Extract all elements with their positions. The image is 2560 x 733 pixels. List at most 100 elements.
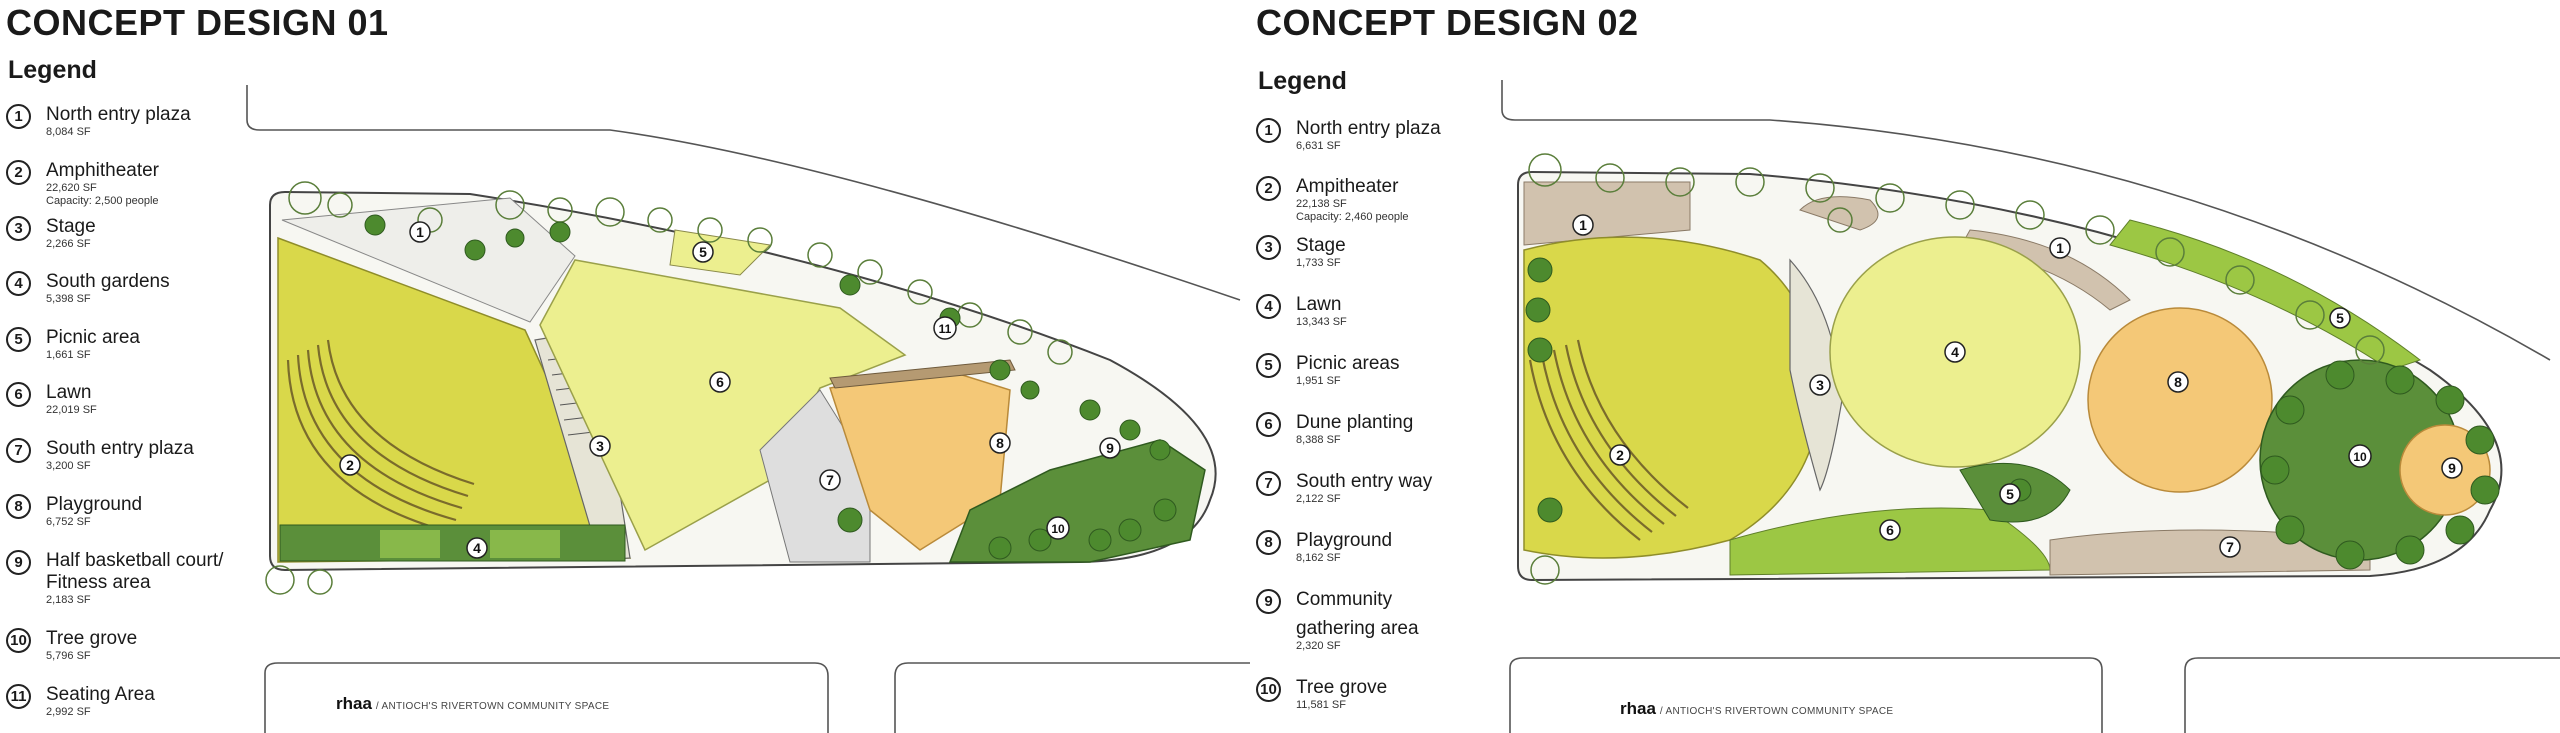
south-garden-bed: [380, 530, 440, 558]
concept-1-title: CONCEPT DESIGN 01: [6, 2, 389, 43]
street-curb-south-west: [1509, 657, 2103, 733]
legend-number: 10: [6, 628, 31, 653]
stage-area: [1789, 258, 1843, 492]
plan-marker-2: 2: [339, 454, 361, 476]
legend-label: Lawn: [46, 382, 92, 403]
legend-number: 4: [6, 271, 31, 296]
plan-marker-label: 2: [1616, 447, 1624, 463]
legend-capacity: Capacity: 2,500 people: [46, 195, 159, 207]
concept-1-credit: rhaa/ ANTIOCH'S RIVERTOWN COMMUNITY SPAC…: [336, 694, 609, 714]
plan-marker-label: 2: [346, 457, 354, 473]
plan-marker-label: 9: [1106, 440, 1114, 456]
legend-number: 1: [6, 104, 31, 129]
plan-marker-1b: 1: [2049, 237, 2071, 259]
legend-label-line-2: Fitness area: [46, 572, 151, 593]
legend-label: Playground: [46, 494, 143, 515]
legend-area: 2,992 SF: [46, 706, 91, 718]
legend-area: 2,266 SF: [46, 238, 91, 250]
legend-label: Playground: [1296, 530, 1393, 551]
tree-canopy: [1528, 153, 2385, 585]
plan-marker-label: 8: [996, 435, 1004, 451]
legend-area: 8,162 SF: [1296, 552, 1341, 564]
project-name: / ANTIOCH'S RIVERTOWN COMMUNITY SPACE: [375, 701, 610, 712]
legend-area: 8,084 SF: [46, 126, 91, 138]
plan-marker-6: 6: [1879, 519, 1901, 541]
legend-label: Stage: [1296, 235, 1346, 256]
legend-label: Picnic area: [46, 327, 140, 348]
legend-area: 1,661 SF: [46, 349, 91, 361]
legend-area: 22,019 SF: [46, 404, 97, 416]
tree-canopy-filled: [364, 214, 1177, 560]
legend-area: 3,200 SF: [46, 460, 91, 472]
legend-number: 5: [1256, 353, 1281, 378]
dune-planting-south: [1729, 507, 2051, 576]
legend-label: Ampitheater: [1296, 176, 1399, 197]
legend-area: 2,122 SF: [1296, 493, 1341, 505]
plan-marker-label: 5: [2006, 486, 2014, 502]
plan-marker-10: 10: [2348, 444, 2372, 468]
legend-area: 22,620 SF: [46, 182, 97, 194]
street-curb-north: [1501, 80, 2551, 361]
legend-area: 22,138 SF: [1296, 198, 1347, 210]
plan-marker-label: 8: [2174, 374, 2182, 390]
south-garden-bed: [490, 530, 560, 558]
plan-marker-8: 8: [2167, 371, 2189, 393]
legend-label: Lawn: [1296, 294, 1342, 315]
legend-area: 13,343 SF: [1296, 316, 1347, 328]
street-curb-south-west: [264, 662, 829, 733]
plan-marker-6: 6: [709, 371, 731, 393]
legend-area: 1,951 SF: [1296, 375, 1341, 387]
legend-number: 8: [1256, 530, 1281, 555]
concept-2-title: CONCEPT DESIGN 02: [1256, 2, 1639, 43]
plan-marker-label: 1: [416, 224, 424, 240]
legend-number: 10: [1256, 677, 1281, 702]
plan-marker-label: 3: [596, 438, 604, 454]
concept-1-legend-title: Legend: [8, 56, 97, 84]
legend-label: South entry plaza: [46, 438, 194, 459]
legend-label: Tree grove: [46, 628, 138, 649]
plan-marker-1: 1: [409, 221, 431, 243]
legend-label: South entry way: [1296, 471, 1433, 492]
legend-number: 3: [6, 216, 31, 241]
plan-markers: 1 1 2 3 4 5 5 6 7 8 9 10: [1572, 214, 2463, 558]
legend-area: 8,388 SF: [1296, 434, 1341, 446]
plan-marker-label: 5: [2336, 310, 2344, 326]
legend-number: 7: [6, 438, 31, 463]
legend-number: 4: [1256, 294, 1281, 319]
firm-logo: rhaa: [1620, 699, 1656, 718]
picnic-area: [669, 229, 772, 276]
plan-marker-5: 5: [692, 241, 714, 263]
legend-label: Community: [1296, 589, 1393, 610]
lawn-area: [539, 259, 907, 552]
amphitheater-seating-arcs: [1528, 339, 1689, 541]
project-name: / ANTIOCH'S RIVERTOWN COMMUNITY SPACE: [1659, 706, 1894, 717]
legend-number: 1: [1256, 118, 1281, 143]
legend-label: North entry plaza: [1296, 118, 1441, 139]
seating-area-deck: [829, 359, 1016, 389]
concept-2-site-plan: 1 1 2 3 4 5 5 6 7 8 9 10: [1501, 80, 2560, 733]
amphitheater-seating-arcs: [286, 339, 475, 534]
legend-label: Picnic areas: [1296, 353, 1400, 374]
plan-marker-10: 10: [1046, 516, 1070, 540]
playground-area: [2087, 307, 2273, 493]
dune-planting-north: [2109, 219, 2422, 371]
tree-canopy: [265, 181, 1073, 595]
plan-marker-5b: 5: [2329, 307, 2351, 329]
legend-number: 9: [1256, 589, 1281, 614]
plan-markers: 1 2 3 4 5 6 7 8 9 10 11: [339, 221, 1121, 559]
firm-logo: rhaa: [336, 694, 372, 713]
